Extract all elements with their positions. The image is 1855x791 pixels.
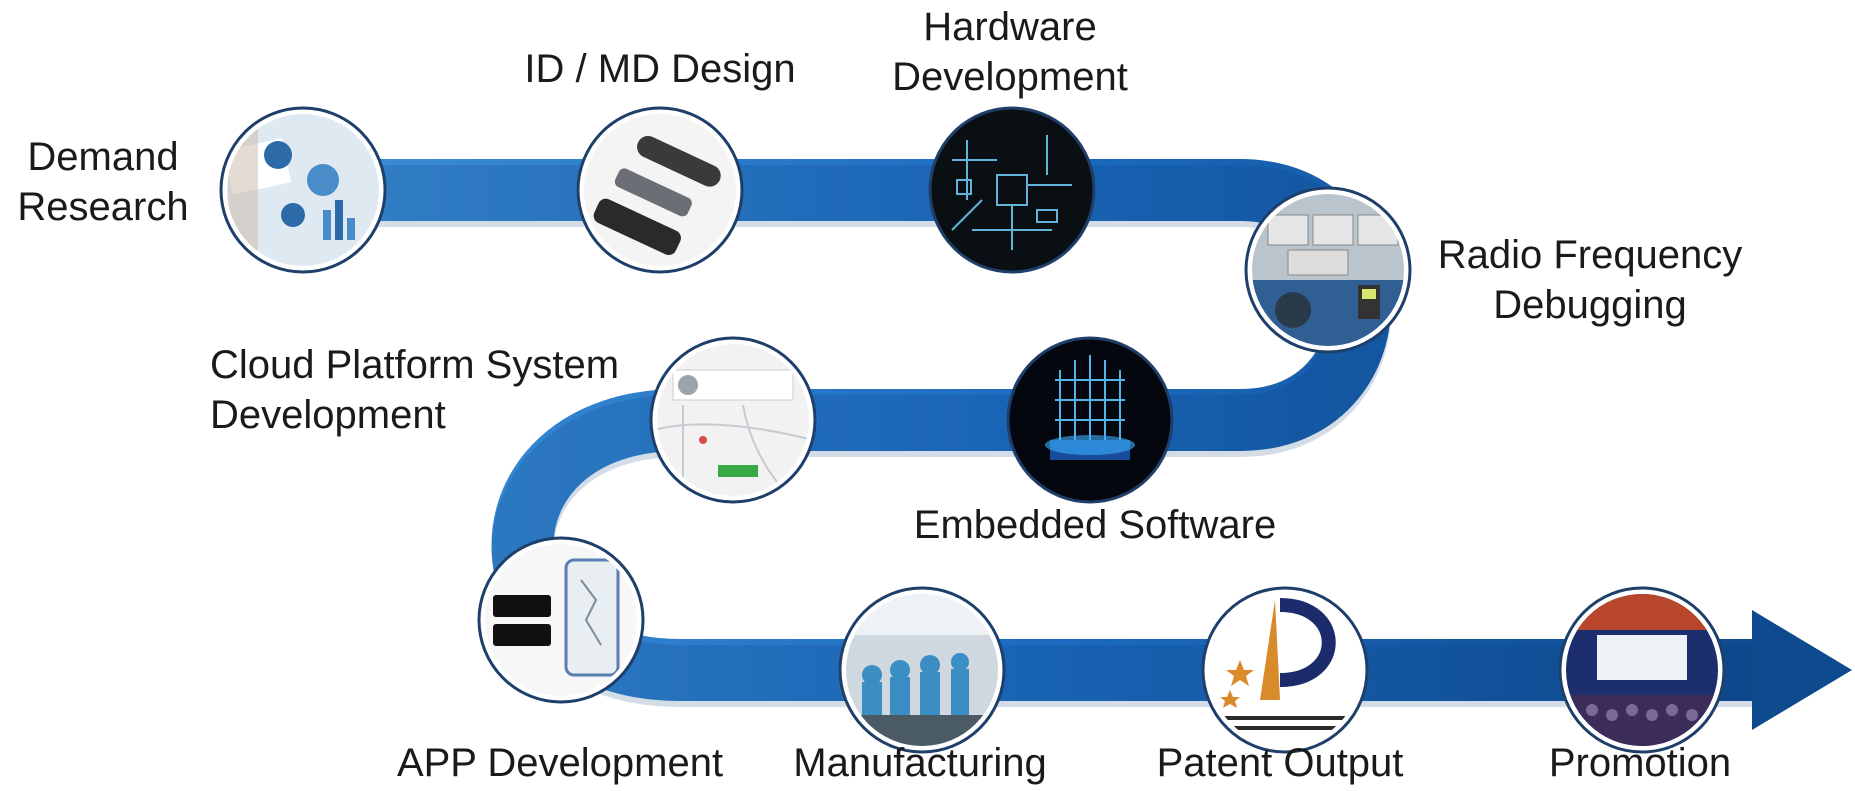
hardware-development-image (928, 106, 1096, 274)
embedded-software-image (1006, 336, 1174, 504)
promotion-image (1558, 586, 1726, 754)
patent-output-image (1201, 586, 1369, 754)
radio-frequency-debugging-image (1244, 186, 1412, 354)
label-promotion: Promotion (1548, 741, 1732, 785)
label-patent-output: Patent Output (1156, 741, 1404, 785)
cloud-platform-image (649, 336, 817, 504)
label-id-md-design: ID / MD Design (524, 47, 796, 91)
label-embedded-software: Embedded Software (913, 503, 1277, 547)
id-md-design-image (576, 106, 744, 274)
arrow-head (1752, 610, 1852, 730)
label-app-development: APP Development (396, 741, 724, 785)
label-manufacturing: Manufacturing (793, 741, 1047, 785)
demand-research-image (219, 106, 387, 274)
app-development-image (477, 536, 645, 704)
manufacturing-image (838, 586, 1006, 754)
